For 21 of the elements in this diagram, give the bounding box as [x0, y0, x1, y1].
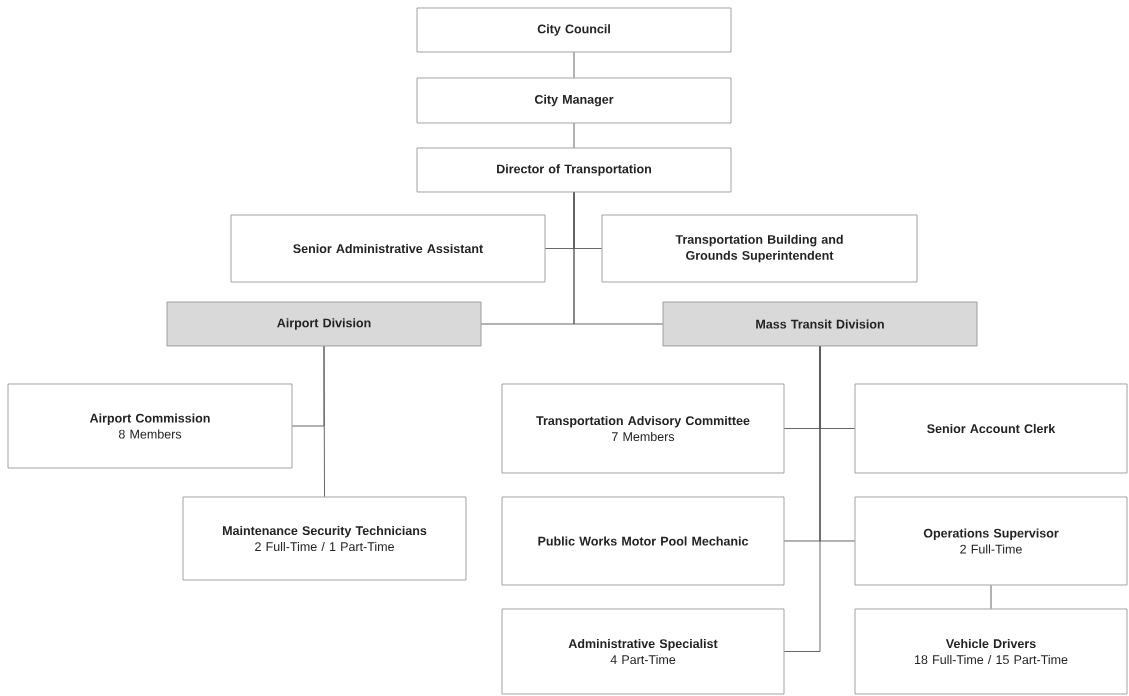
connector-line [573, 51, 575, 79]
org-box: Airport Division [166, 301, 482, 347]
org-box: Mass Transit Division [662, 301, 978, 347]
org-box: City Manager [416, 77, 732, 124]
org-box: Senior Account Clerk [854, 383, 1128, 474]
org-box: City Council [416, 7, 732, 53]
org-box: Maintenance Security Technicians 2 Full-Time / 1 Part-Time [182, 496, 467, 581]
org-box: Transportation Advisory Committee 7 Members [501, 383, 785, 474]
connector-line [323, 345, 325, 498]
connector-line [573, 191, 664, 325]
org-box: Senior Administrative Assistant [230, 214, 546, 283]
org-box: Vehicle Drivers 18 Full-Time / 15 Part-Time [854, 608, 1128, 695]
connector-line [990, 584, 992, 610]
org-box: Transportation Building and Grounds Superintendent [601, 214, 918, 283]
org-box: Airport Commission 8 Members [7, 383, 293, 469]
connector-line [573, 122, 575, 149]
connector-line [783, 345, 821, 652]
org-box: Director of Transportation [416, 147, 732, 193]
org-box: Operations Supervisor 2 Full-Time [854, 496, 1128, 586]
org-box: Administrative Specialist 4 Part-Time [501, 608, 785, 695]
org-box: Public Works Motor Pool Mechanic [501, 496, 785, 586]
